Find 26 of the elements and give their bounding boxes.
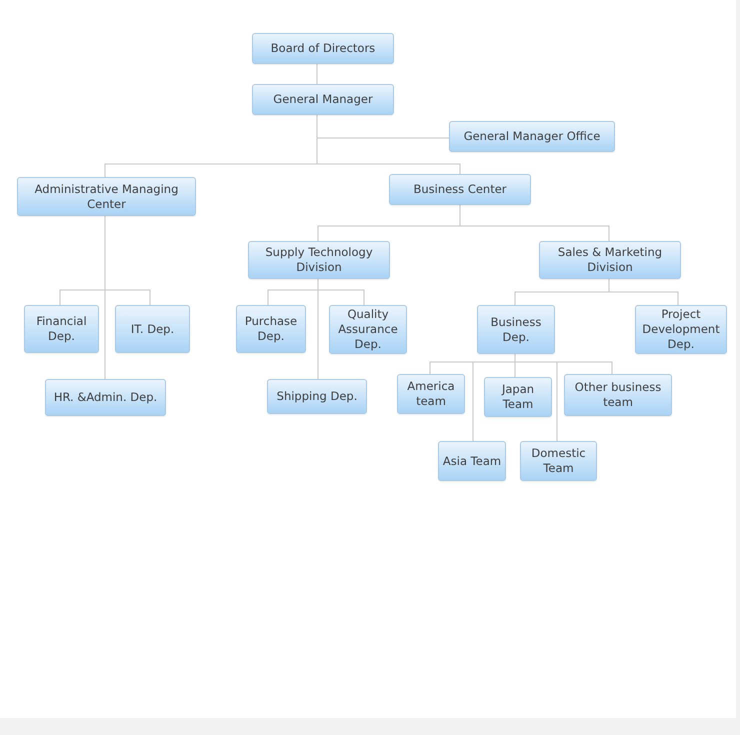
- org-unit-box: Domestic Team: [520, 441, 597, 481]
- org-unit-box: General Manager: [252, 84, 394, 115]
- org-unit-box: Business Center: [389, 174, 531, 205]
- connector-line: [460, 204, 610, 242]
- org-unit-box: Other business team: [564, 374, 672, 416]
- org-unit-box: Project Development Dep.: [635, 305, 727, 354]
- org-unit-box: Supply Technology Division: [248, 241, 390, 279]
- org-unit-box: Purchase Dep.: [236, 305, 306, 353]
- connector-line: [514, 354, 558, 442]
- org-unit-box: Administrative Managing Center: [17, 177, 196, 216]
- connector-line: [316, 114, 460, 174]
- connector-line: [104, 216, 106, 380]
- org-unit-box: Business Dep.: [477, 305, 555, 354]
- org-unit-box: Japan Team: [484, 377, 552, 417]
- org-unit-box: HR. &Admin. Dep.: [45, 379, 166, 416]
- org-unit-box: Financial Dep.: [24, 305, 99, 353]
- org-unit-box: Board of Directors: [252, 33, 394, 64]
- org-unit-box: IT. Dep.: [115, 305, 190, 353]
- connector-line: [608, 278, 678, 306]
- org-unit-box: Quality Assurance Dep.: [329, 305, 407, 354]
- org-unit-box: Sales & Marketing Division: [539, 241, 681, 279]
- org-unit-box: General Manager Office: [449, 121, 615, 152]
- connector-line: [316, 64, 318, 84]
- org-unit-box: Shipping Dep.: [267, 379, 367, 414]
- org-unit-box: America team: [397, 374, 465, 414]
- org-unit-box: Asia Team: [438, 441, 506, 481]
